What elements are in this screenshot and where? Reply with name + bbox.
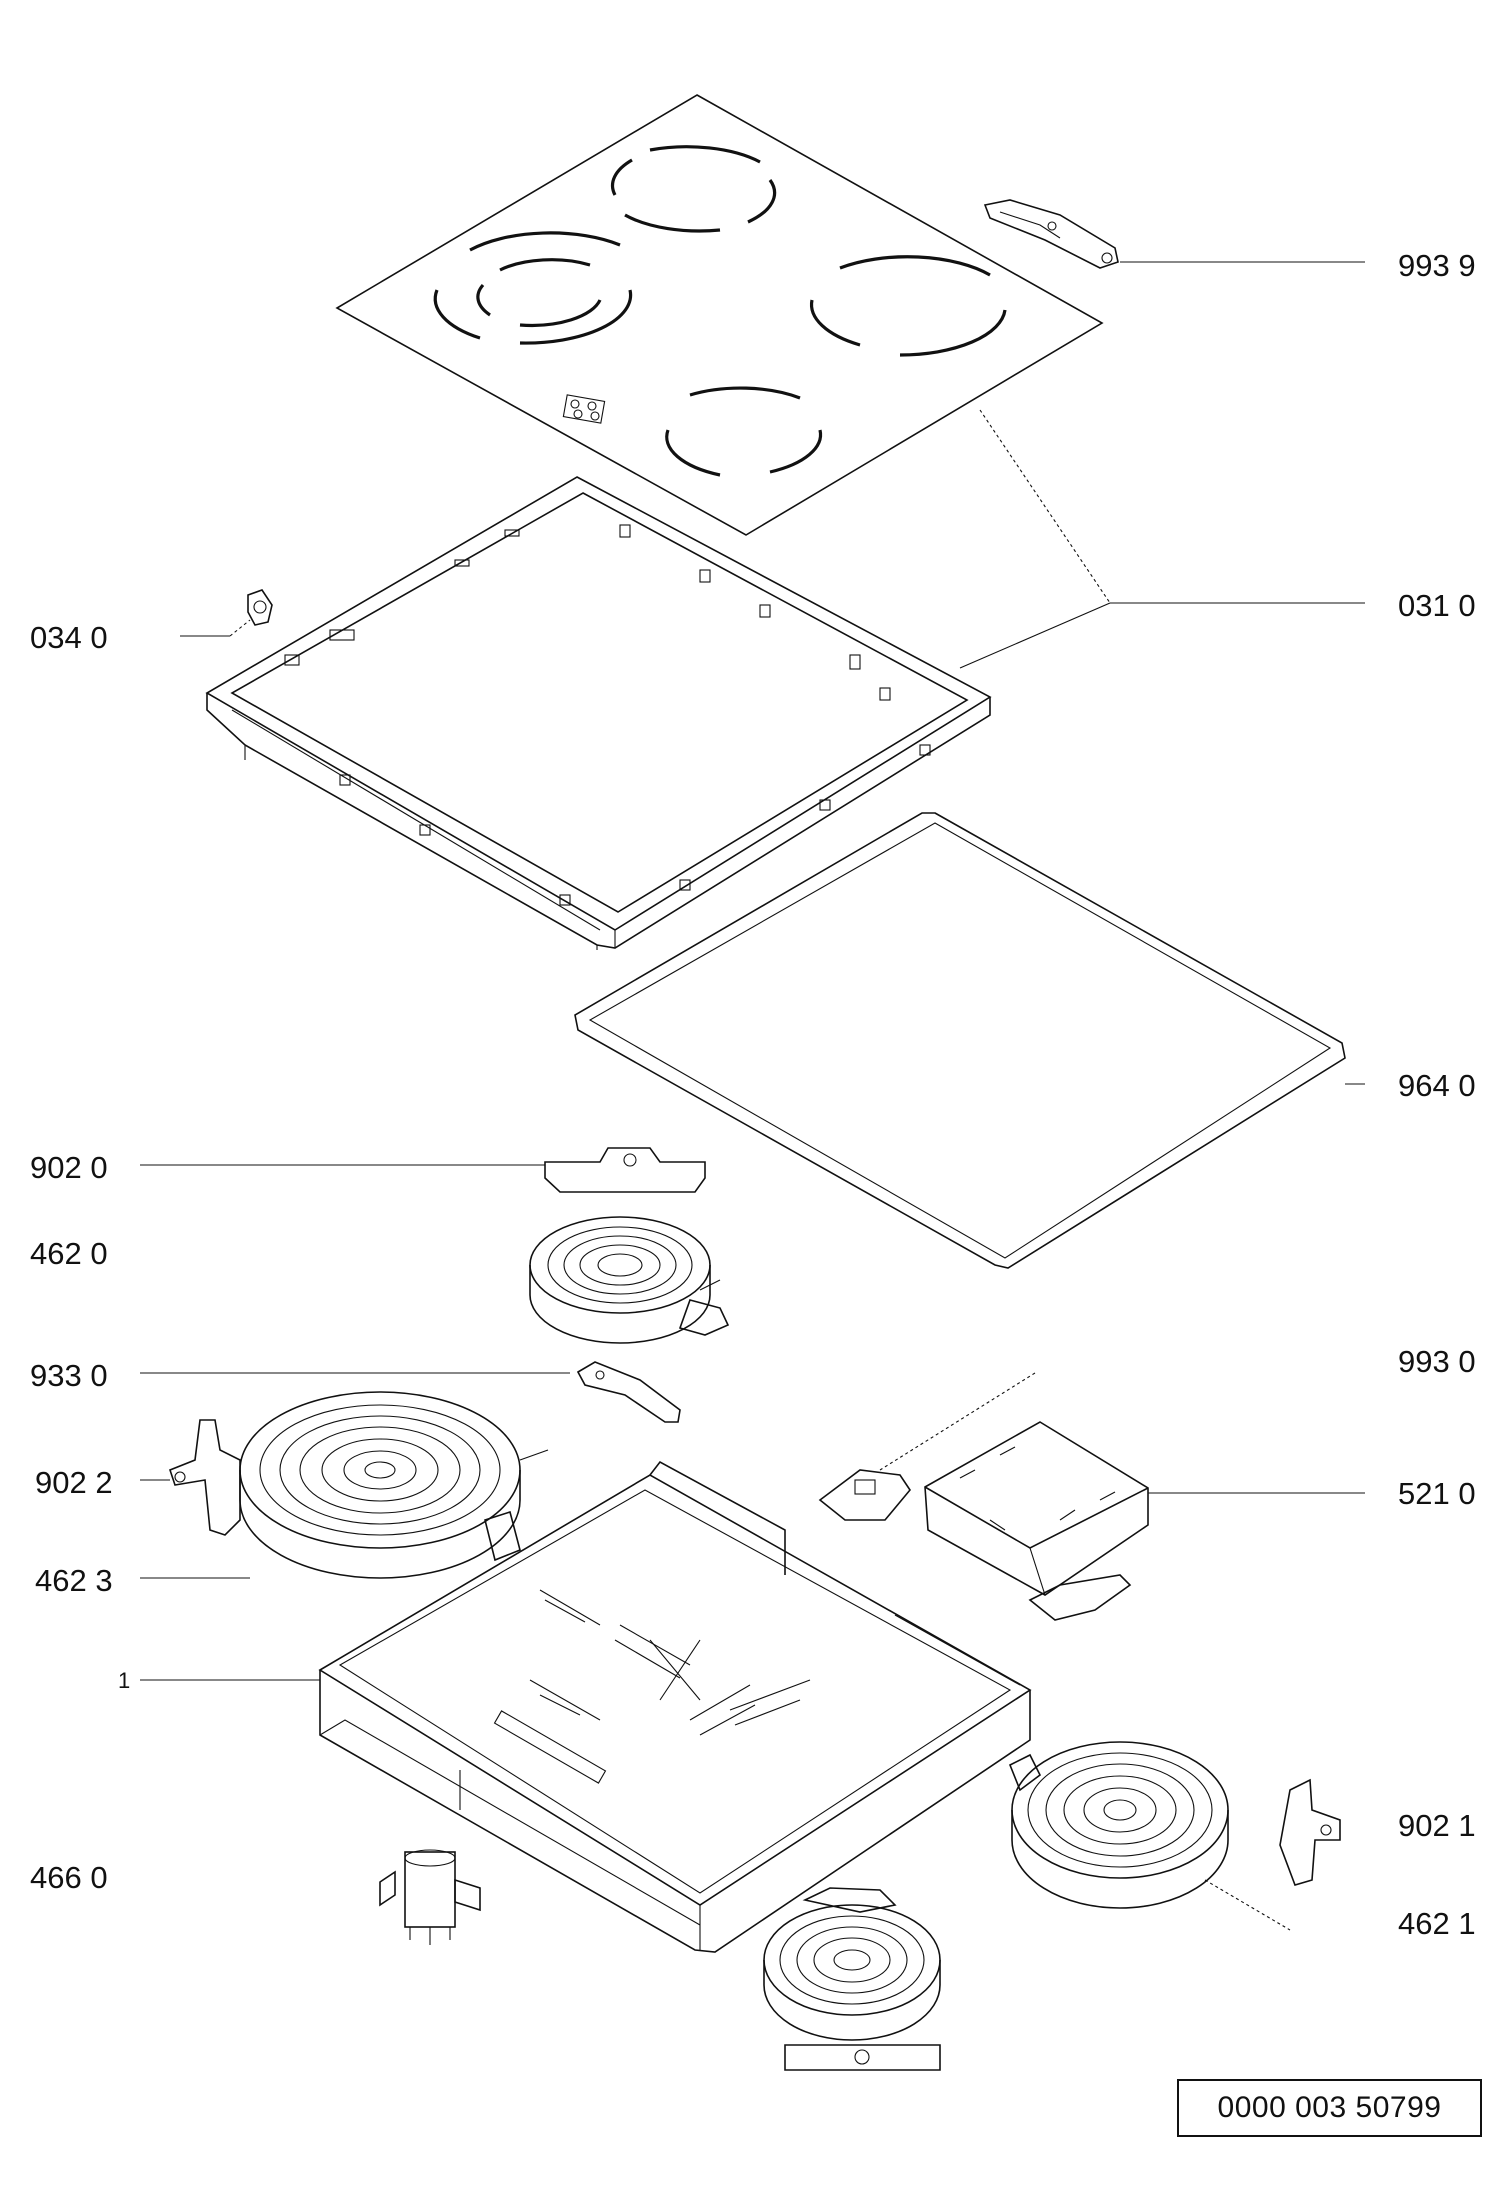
label-5210: 521 0: [1398, 1476, 1476, 1511]
connector-block: [818, 1469, 911, 1521]
clip-part-0340: [180, 589, 273, 637]
label-0310: 031 0: [1398, 588, 1476, 623]
glass-ceramic-top: [335, 94, 1111, 604]
switch-part-9330: [140, 1361, 681, 1423]
cooking-zone-right: [809, 255, 1007, 357]
label-4621: 462 1: [1398, 1906, 1476, 1941]
label-9020: 902 0: [30, 1150, 108, 1185]
document-number-box: 0000 003 50799: [1177, 2079, 1482, 2137]
label-9939: 993 9: [1398, 248, 1476, 283]
cooking-zone-back-right: [610, 145, 777, 233]
label-9330: 933 0: [30, 1358, 108, 1393]
label-9022: 902 2: [35, 1465, 113, 1500]
label-4623: 462 3: [35, 1563, 113, 1598]
label-9930: 993 0: [1398, 1344, 1476, 1379]
cooking-zone-front: [665, 386, 823, 477]
label-0340: 034 0: [30, 620, 108, 655]
label-4620: 462 0: [30, 1236, 108, 1271]
label-9021: 902 1: [1398, 1808, 1476, 1843]
cooking-zone-left: [433, 231, 633, 345]
hob-frame: [205, 476, 1111, 950]
heating-element-4620: [529, 1216, 730, 1344]
heating-element-4621: [1008, 1741, 1291, 1931]
label-9640: 964 0: [1398, 1068, 1476, 1103]
base-tray: [140, 1460, 1032, 1953]
control-module-5210: [924, 1421, 1365, 1621]
label-1: 1: [118, 1668, 131, 1693]
seal-gasket: [574, 812, 1365, 1269]
document-number: 0000 003 50799: [1217, 2091, 1442, 2124]
bracket-part-9021: [1279, 1778, 1341, 1886]
label-4660: 466 0: [30, 1860, 108, 1895]
tray-markings: [529, 1589, 811, 1736]
heating-element-4623: [140, 1391, 549, 1579]
heating-element-bottom: [763, 1887, 941, 2071]
bracket-part-9939: [983, 199, 1365, 269]
bracket-part-9022: [140, 1419, 241, 1536]
frame-slots: [284, 524, 931, 906]
thermostat-part-4660: [379, 1849, 481, 1945]
bracket-part-9020: [140, 1147, 706, 1193]
logo-mark: [562, 394, 606, 424]
